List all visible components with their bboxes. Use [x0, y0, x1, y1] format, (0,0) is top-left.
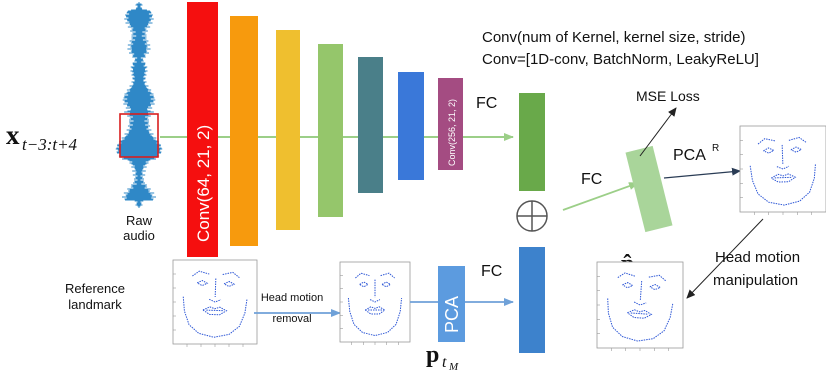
- conv-block-2: [230, 16, 258, 246]
- head-motion-manip-line2: manipulation: [713, 272, 798, 289]
- raw-audio-label-line1: Raw: [126, 213, 153, 228]
- conv-block-6: [398, 72, 424, 180]
- fc-audio-block: [519, 93, 545, 191]
- head-motion-manipulation-arrow: [686, 218, 764, 299]
- p-tm-label: p t M: [426, 342, 459, 370]
- pca-r-text: PCA: [673, 147, 706, 164]
- pca-block-label: PCA: [442, 296, 462, 333]
- reference-landmark-line1: Reference: [65, 281, 125, 296]
- conv-block-7: [438, 78, 463, 170]
- head-motion-removal-line2: removal: [272, 313, 311, 325]
- mse-loss-label: MSE Loss: [636, 88, 700, 104]
- face-landmark-plot-frontal: [339, 261, 411, 345]
- fc-landmark-label: FC: [481, 263, 502, 280]
- fc-landmark-block: [519, 247, 545, 353]
- input-subscript: t−3:t+4: [22, 135, 78, 154]
- p-tm-subscript: t: [442, 354, 447, 370]
- window-highlight-box: [119, 113, 159, 158]
- input-symbol: x: [6, 120, 20, 150]
- p-hat-block: [625, 145, 673, 233]
- conv-block-4: [318, 44, 343, 217]
- conv-block-1: [187, 2, 218, 257]
- face-landmark-plot-manipulated: [596, 261, 684, 351]
- head-motion-manip-line1: Head motion: [715, 249, 800, 266]
- p-tm-symbol: p: [426, 342, 439, 368]
- reference-landmark-line2: landmark: [68, 297, 122, 312]
- input-window-label: x t−3:t+4: [6, 120, 78, 154]
- face-landmark-plot-output: [739, 125, 826, 215]
- p-tm-subsubscript: M: [448, 361, 459, 370]
- fc-fusion-label: FC: [581, 171, 602, 188]
- mse-loss-arrow: [639, 107, 677, 157]
- conv-block-5: [358, 57, 383, 193]
- head-motion-removal-line1: Head motion: [261, 292, 323, 304]
- pca-r-label: PCA R: [673, 143, 719, 164]
- face-landmark-plot-reference: [172, 259, 258, 347]
- conv-block-7-label: Conv(256, 21, 2): [447, 99, 457, 166]
- conv-definition-line2: Conv=[1D-conv, BatchNorm, LeakyReLU]: [482, 51, 759, 68]
- pca-block: [438, 266, 465, 342]
- conv-definition-line1: Conv(num of Kernel, kernel size, stride): [482, 29, 745, 46]
- pca-r-arrow: [663, 167, 741, 179]
- fusion-flow-arrow: [562, 182, 639, 211]
- pca-r-superscript: R: [712, 143, 719, 154]
- conv-block-1-label: Conv(64, 21, 2): [194, 125, 213, 242]
- conv-block-3: [276, 30, 300, 230]
- audio-waveform: [115, 2, 163, 208]
- fc-audio-label: FC: [476, 95, 497, 112]
- raw-audio-label-line2: audio: [123, 228, 155, 243]
- sum-icon: [516, 200, 548, 232]
